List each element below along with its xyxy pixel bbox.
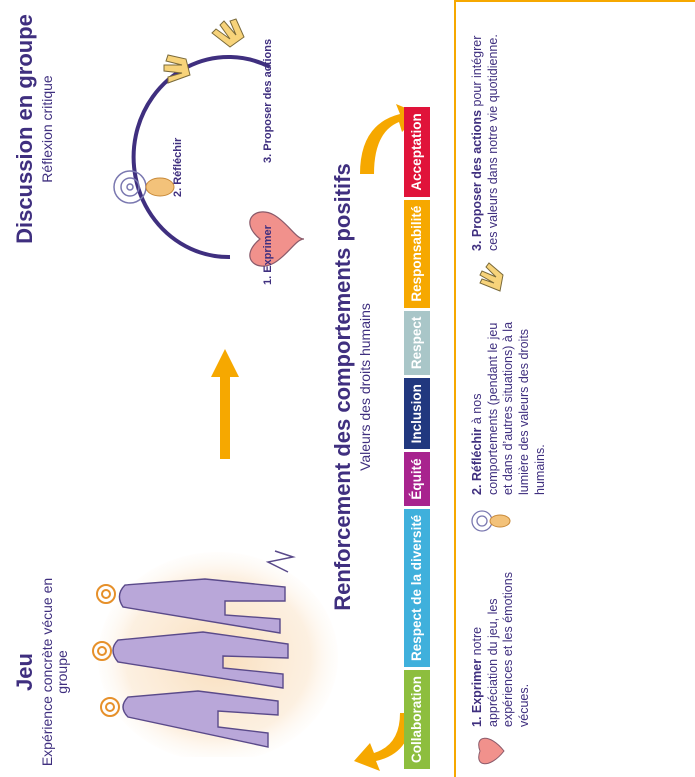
discussion-subtitle: Réflexion critique <box>40 1 55 257</box>
cycle-diagram <box>80 7 320 337</box>
value-tag: Équité <box>404 452 430 505</box>
discussion-title: Discussion en groupe <box>14 1 36 257</box>
right-arrow-icon <box>210 349 240 459</box>
values-row: Collaboration Respect de la diversité Équi… <box>404 107 430 769</box>
reinforcement-heading: Renforcement des comportements positifs … <box>332 107 373 667</box>
game-subtitle: Expérience concrète vécue en groupe <box>40 567 71 777</box>
cycle-label-reflect: 2. Réfléchir <box>172 138 184 197</box>
cycle-label-propose: 3. Proposer des actions <box>262 39 274 163</box>
reinforcement-subtitle: Valeurs des droits humains <box>358 107 373 667</box>
step-express: 1. Exprimer notre appréciation du jeu, l… <box>470 557 533 727</box>
game-title: Jeu <box>14 567 36 777</box>
step-reflect: 2. Réfléchir à nos comportements (pendan… <box>470 315 548 495</box>
reinforcement-title: Renforcement des comportements positifs <box>332 107 354 667</box>
playing-figures-illustration <box>88 547 338 757</box>
step-propose: 3. Proposer des actions pour intégrer ce… <box>470 21 501 251</box>
value-tag: Inclusion <box>404 378 430 449</box>
value-tag: Acceptation <box>404 107 430 196</box>
thinking-spiral-icon <box>470 503 512 539</box>
heart-icon <box>250 212 304 266</box>
discussion-heading: Discussion en groupe Réflexion critique <box>14 1 55 257</box>
cycle-label-express: 1. Exprimer <box>262 225 274 285</box>
game-heading: Jeu Expérience concrète vécue en groupe <box>14 567 71 777</box>
value-tag: Respect de la diversité <box>404 509 430 667</box>
hands-icon <box>470 259 508 297</box>
value-tag: Collaboration <box>404 670 430 769</box>
value-tag: Respect <box>404 311 430 376</box>
heart-icon <box>470 733 506 769</box>
value-tag: Responsabilité <box>404 200 430 308</box>
steps-panel: 1. Exprimer notre appréciation du jeu, l… <box>454 0 695 777</box>
